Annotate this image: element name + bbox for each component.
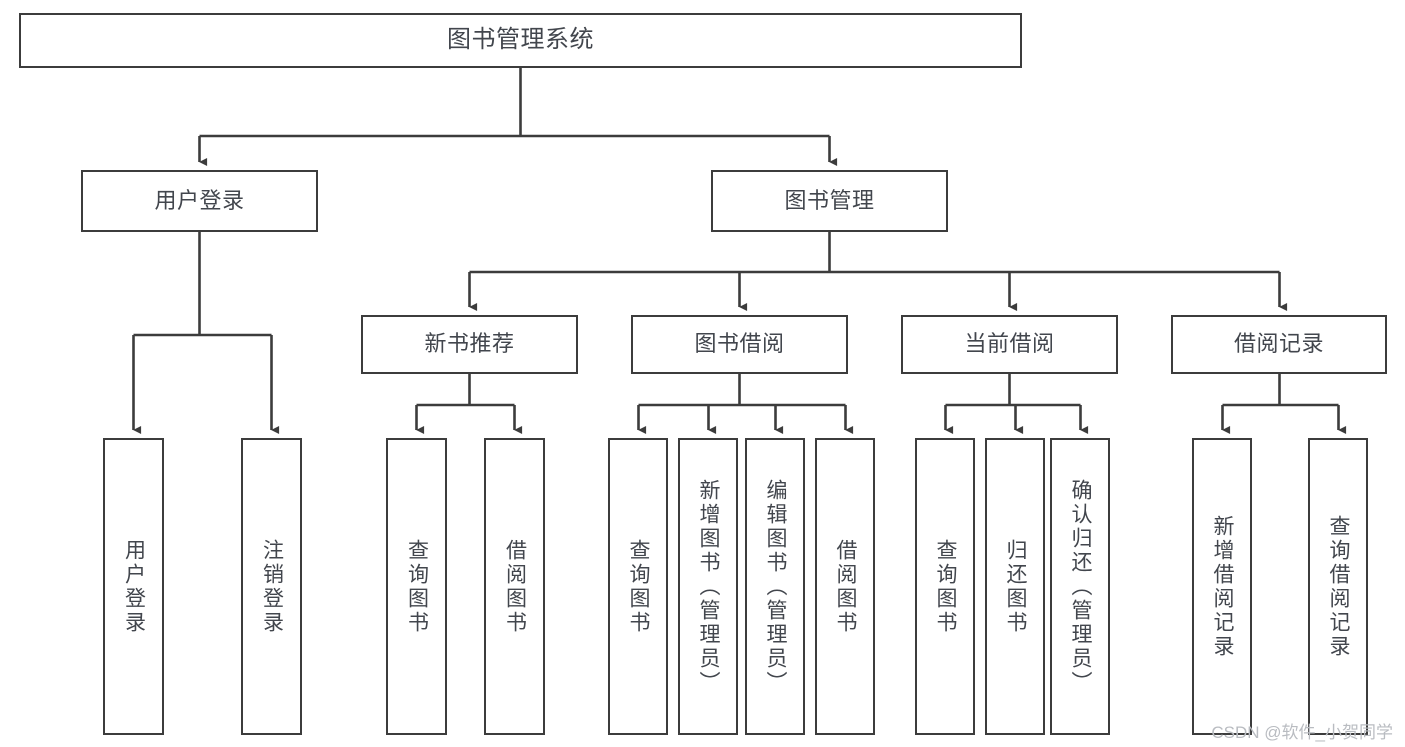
node-new-book-recommend[interactable]: 新书推荐	[361, 315, 578, 374]
leaf-add-borrow-record[interactable]: 新增借阅记录	[1192, 438, 1252, 735]
node-root-system[interactable]: 图书管理系统	[19, 13, 1022, 68]
leaf-edit-book-admin-label: 编辑图书（管理员）	[764, 478, 788, 695]
leaf-borrow-book-bb-label: 借阅图书	[834, 538, 858, 635]
leaf-query-book-cb[interactable]: 查询图书	[915, 438, 975, 735]
leaf-query-borrow-record[interactable]: 查询借阅记录	[1308, 438, 1368, 735]
leaf-query-book-cb-label: 查询图书	[934, 538, 958, 635]
node-new-book-recommend-label: 新书推荐	[424, 331, 515, 357]
leaf-confirm-return-admin-label: 确认归还（管理员）	[1069, 478, 1093, 695]
node-borrow-record-label: 借阅记录	[1233, 331, 1324, 357]
node-book-management-label: 图书管理	[784, 187, 875, 213]
node-current-borrow-label: 当前借阅	[964, 331, 1055, 357]
node-book-borrow-label: 图书借阅	[694, 331, 785, 357]
leaf-query-borrow-record-label: 查询借阅记录	[1327, 514, 1351, 659]
leaf-confirm-return-admin[interactable]: 确认归还（管理员）	[1050, 438, 1110, 735]
node-root-label: 图书管理系统	[447, 26, 594, 54]
leaf-query-book-bb-label: 查询图书	[627, 538, 651, 635]
leaf-user-login-label: 用户登录	[122, 538, 146, 635]
node-book-borrow[interactable]: 图书借阅	[631, 315, 848, 374]
leaf-return-book-label: 归还图书	[1004, 538, 1028, 635]
leaf-query-book-bb[interactable]: 查询图书	[608, 438, 668, 735]
leaf-query-book-nbr-label: 查询图书	[405, 538, 429, 635]
csdn-watermark: CSDN @软件_小贺同学	[1211, 723, 1393, 742]
node-user-login-label: 用户登录	[154, 187, 245, 213]
leaf-user-login[interactable]: 用户登录	[103, 438, 164, 735]
leaf-edit-book-admin[interactable]: 编辑图书（管理员）	[745, 438, 805, 735]
leaf-query-book-nbr[interactable]: 查询图书	[386, 438, 447, 735]
leaf-logout-label: 注销登录	[260, 538, 284, 635]
leaf-borrow-book-nbr[interactable]: 借阅图书	[484, 438, 545, 735]
leaf-return-book[interactable]: 归还图书	[985, 438, 1045, 735]
leaf-logout[interactable]: 注销登录	[241, 438, 302, 735]
leaf-borrow-book-bb[interactable]: 借阅图书	[815, 438, 875, 735]
node-current-borrow[interactable]: 当前借阅	[901, 315, 1118, 374]
leaf-add-borrow-record-label: 新增借阅记录	[1211, 514, 1235, 659]
node-user-login[interactable]: 用户登录	[81, 170, 318, 232]
node-book-management[interactable]: 图书管理	[711, 170, 948, 232]
leaf-add-book-admin-label: 新增图书（管理员）	[697, 478, 721, 695]
node-borrow-record[interactable]: 借阅记录	[1171, 315, 1387, 374]
leaf-borrow-book-nbr-label: 借阅图书	[503, 538, 527, 635]
leaf-add-book-admin[interactable]: 新增图书（管理员）	[678, 438, 738, 735]
